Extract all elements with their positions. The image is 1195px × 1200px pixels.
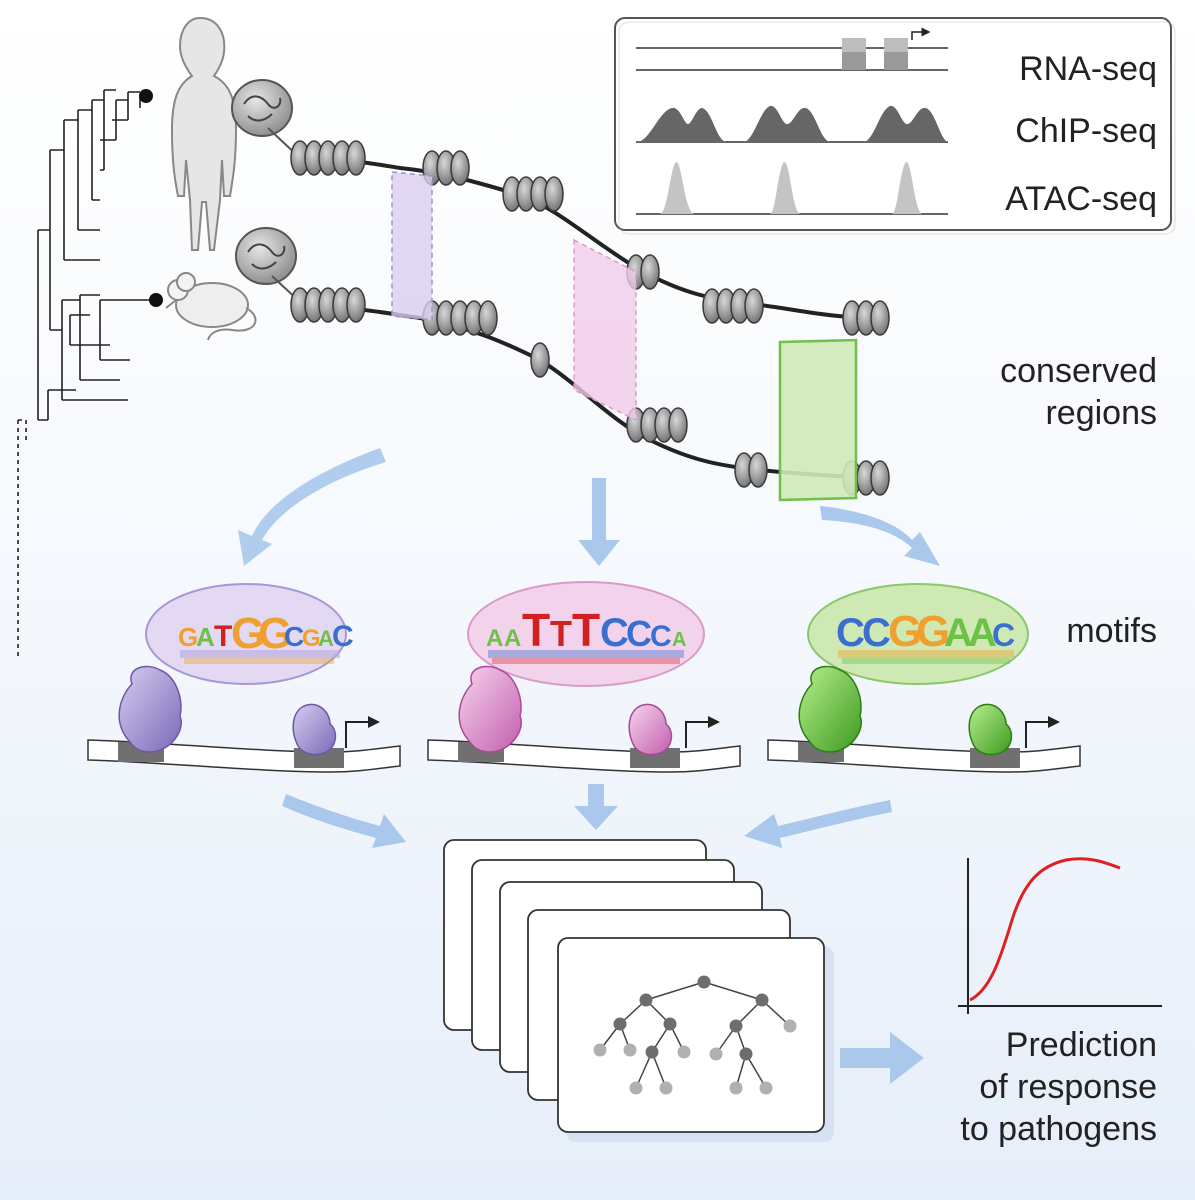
conserved-band-purple xyxy=(391,171,433,321)
nucleosome-group xyxy=(290,140,890,496)
arrow-to-motif-2 xyxy=(578,478,620,566)
conserved-band-pink xyxy=(573,238,637,422)
nucleosome-cluster xyxy=(530,342,550,378)
nucleosome xyxy=(530,342,550,378)
sigmoid-curve xyxy=(969,857,1121,1002)
svg-text:C: C xyxy=(600,611,629,655)
svg-text:T: T xyxy=(214,620,232,653)
phylogenetic-tree xyxy=(17,89,152,660)
svg-text:C: C xyxy=(650,620,672,653)
cell-nucleus-icon xyxy=(231,79,301,303)
nucleosome xyxy=(544,176,564,212)
nucleosome xyxy=(450,150,470,186)
arrow-to-motif-1 xyxy=(238,448,386,566)
prediction-label-line1: Prediction xyxy=(1006,1026,1157,1064)
svg-text:C: C xyxy=(332,620,354,653)
svg-text:A: A xyxy=(944,611,973,655)
human-silhouette-icon xyxy=(170,16,238,251)
svg-text:A: A xyxy=(968,611,997,655)
tf-dna-1 xyxy=(87,665,401,773)
svg-text:C: C xyxy=(626,613,652,654)
svg-text:C: C xyxy=(284,621,304,652)
prediction-label-line3: to pathogens xyxy=(960,1110,1157,1148)
svg-text:A: A xyxy=(196,622,215,652)
atac-seq-track xyxy=(636,161,948,215)
svg-text:G: G xyxy=(258,609,292,658)
motif-logo-1: G A T G G C G A C xyxy=(145,583,354,685)
tf-dna-2 xyxy=(427,665,741,773)
mouse-node-dot xyxy=(149,293,163,307)
decision-tree-icon xyxy=(593,975,797,1095)
conserved-band-green xyxy=(778,338,858,502)
nucleosome xyxy=(748,452,768,488)
assay-panel: RNA-seq ChIP-seq ATAC-seq xyxy=(614,17,1176,235)
svg-text:A: A xyxy=(504,625,521,652)
nucleosome xyxy=(744,288,764,324)
nucleosome xyxy=(346,287,366,323)
nucleosome-cluster xyxy=(502,176,564,212)
model-cards xyxy=(443,839,834,1142)
svg-text:T: T xyxy=(550,613,572,654)
svg-text:A: A xyxy=(486,625,503,652)
svg-text:T: T xyxy=(522,604,550,656)
chip-seq-label: ChIP-seq xyxy=(1015,112,1157,150)
svg-text:C: C xyxy=(992,617,1015,653)
motif-logo-3: C C G G A A C xyxy=(807,583,1029,685)
chip-seq-track xyxy=(636,105,948,143)
arrow-from-tf-2 xyxy=(574,784,618,830)
nucleosome-cluster xyxy=(702,288,764,324)
rna-seq-track xyxy=(636,27,948,71)
human-node-dot xyxy=(139,89,153,103)
arrow-to-prediction xyxy=(840,1032,924,1084)
svg-text:G: G xyxy=(302,625,321,652)
nucleosome-cluster xyxy=(842,300,890,336)
svg-text:C: C xyxy=(836,611,865,655)
svg-text:G: G xyxy=(231,609,265,658)
tf-dna-3 xyxy=(767,665,1081,773)
arrow-from-tf-1 xyxy=(282,794,406,848)
nucleosome xyxy=(346,140,366,176)
svg-text:T: T xyxy=(572,604,600,656)
svg-text:A: A xyxy=(672,629,686,651)
mouse-icon xyxy=(165,272,257,341)
nucleosome-cluster xyxy=(290,140,366,176)
prediction-label-line2: of response xyxy=(979,1068,1157,1106)
nucleosome xyxy=(870,460,890,496)
rna-seq-label: RNA-seq xyxy=(1019,50,1157,88)
motif-logo-2: A A T T T C C C A xyxy=(467,581,705,687)
conserved-label-line1: conserved xyxy=(1000,352,1157,390)
prediction-plot xyxy=(958,857,1162,1014)
flow-arrows xyxy=(238,448,940,1084)
atac-seq-label: ATAC-seq xyxy=(1005,180,1157,218)
nucleosome xyxy=(478,300,498,336)
nucleosome xyxy=(870,300,890,336)
arrow-to-motif-3 xyxy=(820,506,940,566)
arrow-from-tf-3 xyxy=(744,800,892,848)
nucleosome-cluster xyxy=(422,300,498,336)
motifs-label: motifs xyxy=(1066,612,1157,650)
nucleosome xyxy=(668,407,688,443)
nucleosome-cluster xyxy=(734,452,768,488)
nucleosome xyxy=(640,254,660,290)
nucleosome-cluster xyxy=(290,287,366,323)
svg-text:G: G xyxy=(888,607,922,656)
svg-text:C: C xyxy=(862,611,891,655)
svg-text:A: A xyxy=(318,626,334,651)
svg-text:G: G xyxy=(916,607,950,656)
conserved-label-line2: regions xyxy=(1045,394,1157,432)
svg-text:G: G xyxy=(178,622,198,652)
